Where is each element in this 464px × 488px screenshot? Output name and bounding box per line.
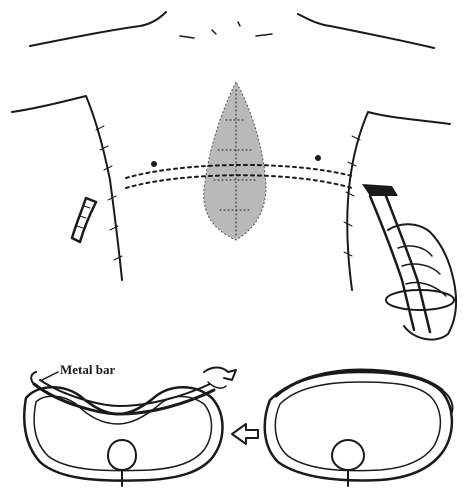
- incision-marker-right: [315, 155, 321, 161]
- shoulder-outline: [30, 12, 434, 48]
- inserted-bar-left: [72, 198, 96, 242]
- metal-bar-label: Metal bar: [42, 362, 115, 380]
- incision-marker-left: [151, 161, 157, 167]
- bar-introducer-instrument: [362, 184, 456, 340]
- cross-section-after: [265, 370, 453, 486]
- cross-section-before: [24, 368, 236, 487]
- sternum-shading: [204, 82, 266, 240]
- rotation-arrow-icon: [232, 424, 258, 444]
- metal-bar-label-text: Metal bar: [60, 362, 115, 377]
